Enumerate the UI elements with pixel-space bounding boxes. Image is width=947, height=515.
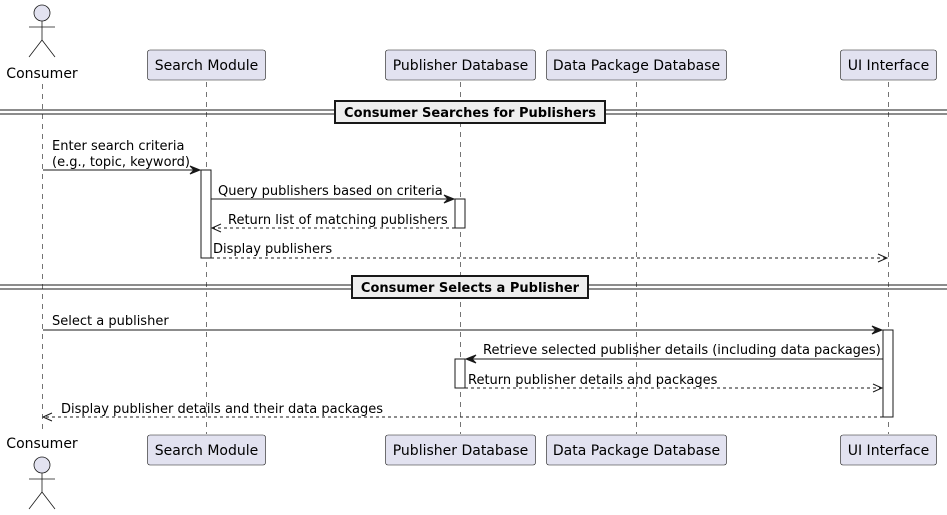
participant-box-ui-interface	[840, 434, 937, 466]
participant-box-publisher-database	[385, 434, 536, 466]
message-label: Display publishers	[213, 242, 332, 257]
arrow-head	[443, 194, 456, 204]
message-label: Return list of matching publishers	[228, 213, 448, 228]
participant-box-data-package-database	[546, 434, 727, 466]
activation-bar	[454, 358, 466, 389]
arrow-head	[189, 165, 202, 175]
participant-label: Search Module	[155, 443, 258, 459]
message-label: Retrieve selected publisher details (inc…	[483, 343, 881, 358]
participant-label: Search Module	[155, 58, 258, 74]
activation-bar	[200, 169, 212, 259]
participant-label: Publisher Database	[393, 58, 529, 74]
participant-box-ui-interface	[840, 49, 937, 81]
arrow-head	[872, 383, 884, 393]
arrow-head	[210, 223, 222, 233]
divider-box	[351, 275, 589, 299]
message-label: Query publishers based on criteria	[218, 184, 443, 199]
actor-consumer: Consumer	[6, 4, 78, 82]
participant-label: UI Interface	[848, 443, 930, 459]
message-label: (e.g., topic, keyword)	[52, 155, 190, 170]
participant-box-data-package-database	[546, 49, 727, 81]
participant-box-search-module	[147, 434, 266, 466]
participant-label: Data Package Database	[553, 58, 720, 74]
divider-label: Consumer Selects a Publisher	[361, 281, 580, 296]
message-label: Display publisher details and their data…	[61, 402, 383, 417]
actor-consumer: Consumer	[6, 436, 78, 510]
participant-label: Data Package Database	[553, 443, 720, 459]
arrow-head	[41, 412, 53, 422]
participant-label: Consumer	[6, 66, 78, 82]
actor-head-icon	[33, 4, 51, 22]
divider-box	[334, 100, 606, 124]
participant-label: Publisher Database	[393, 443, 529, 459]
actor-leg	[41, 491, 56, 510]
participant-label: Consumer	[6, 436, 78, 452]
actor-leg	[28, 491, 43, 510]
activation-bar	[454, 198, 466, 229]
activation-bar	[882, 329, 894, 418]
message-label: Enter search criteria	[52, 139, 184, 154]
divider-label: Consumer Searches for Publishers	[344, 106, 596, 121]
message-label: Select a publisher	[52, 314, 169, 329]
actor-leg	[41, 39, 56, 58]
actor-head-icon	[33, 456, 51, 474]
arrow-head	[877, 253, 889, 263]
participant-box-search-module	[147, 49, 266, 81]
arrow-head	[464, 354, 477, 364]
actor-leg	[28, 39, 43, 58]
participant-box-publisher-database	[385, 49, 536, 81]
arrow-head	[871, 325, 884, 335]
participant-label: UI Interface	[848, 58, 930, 74]
message-label: Return publisher details and packages	[468, 373, 718, 388]
